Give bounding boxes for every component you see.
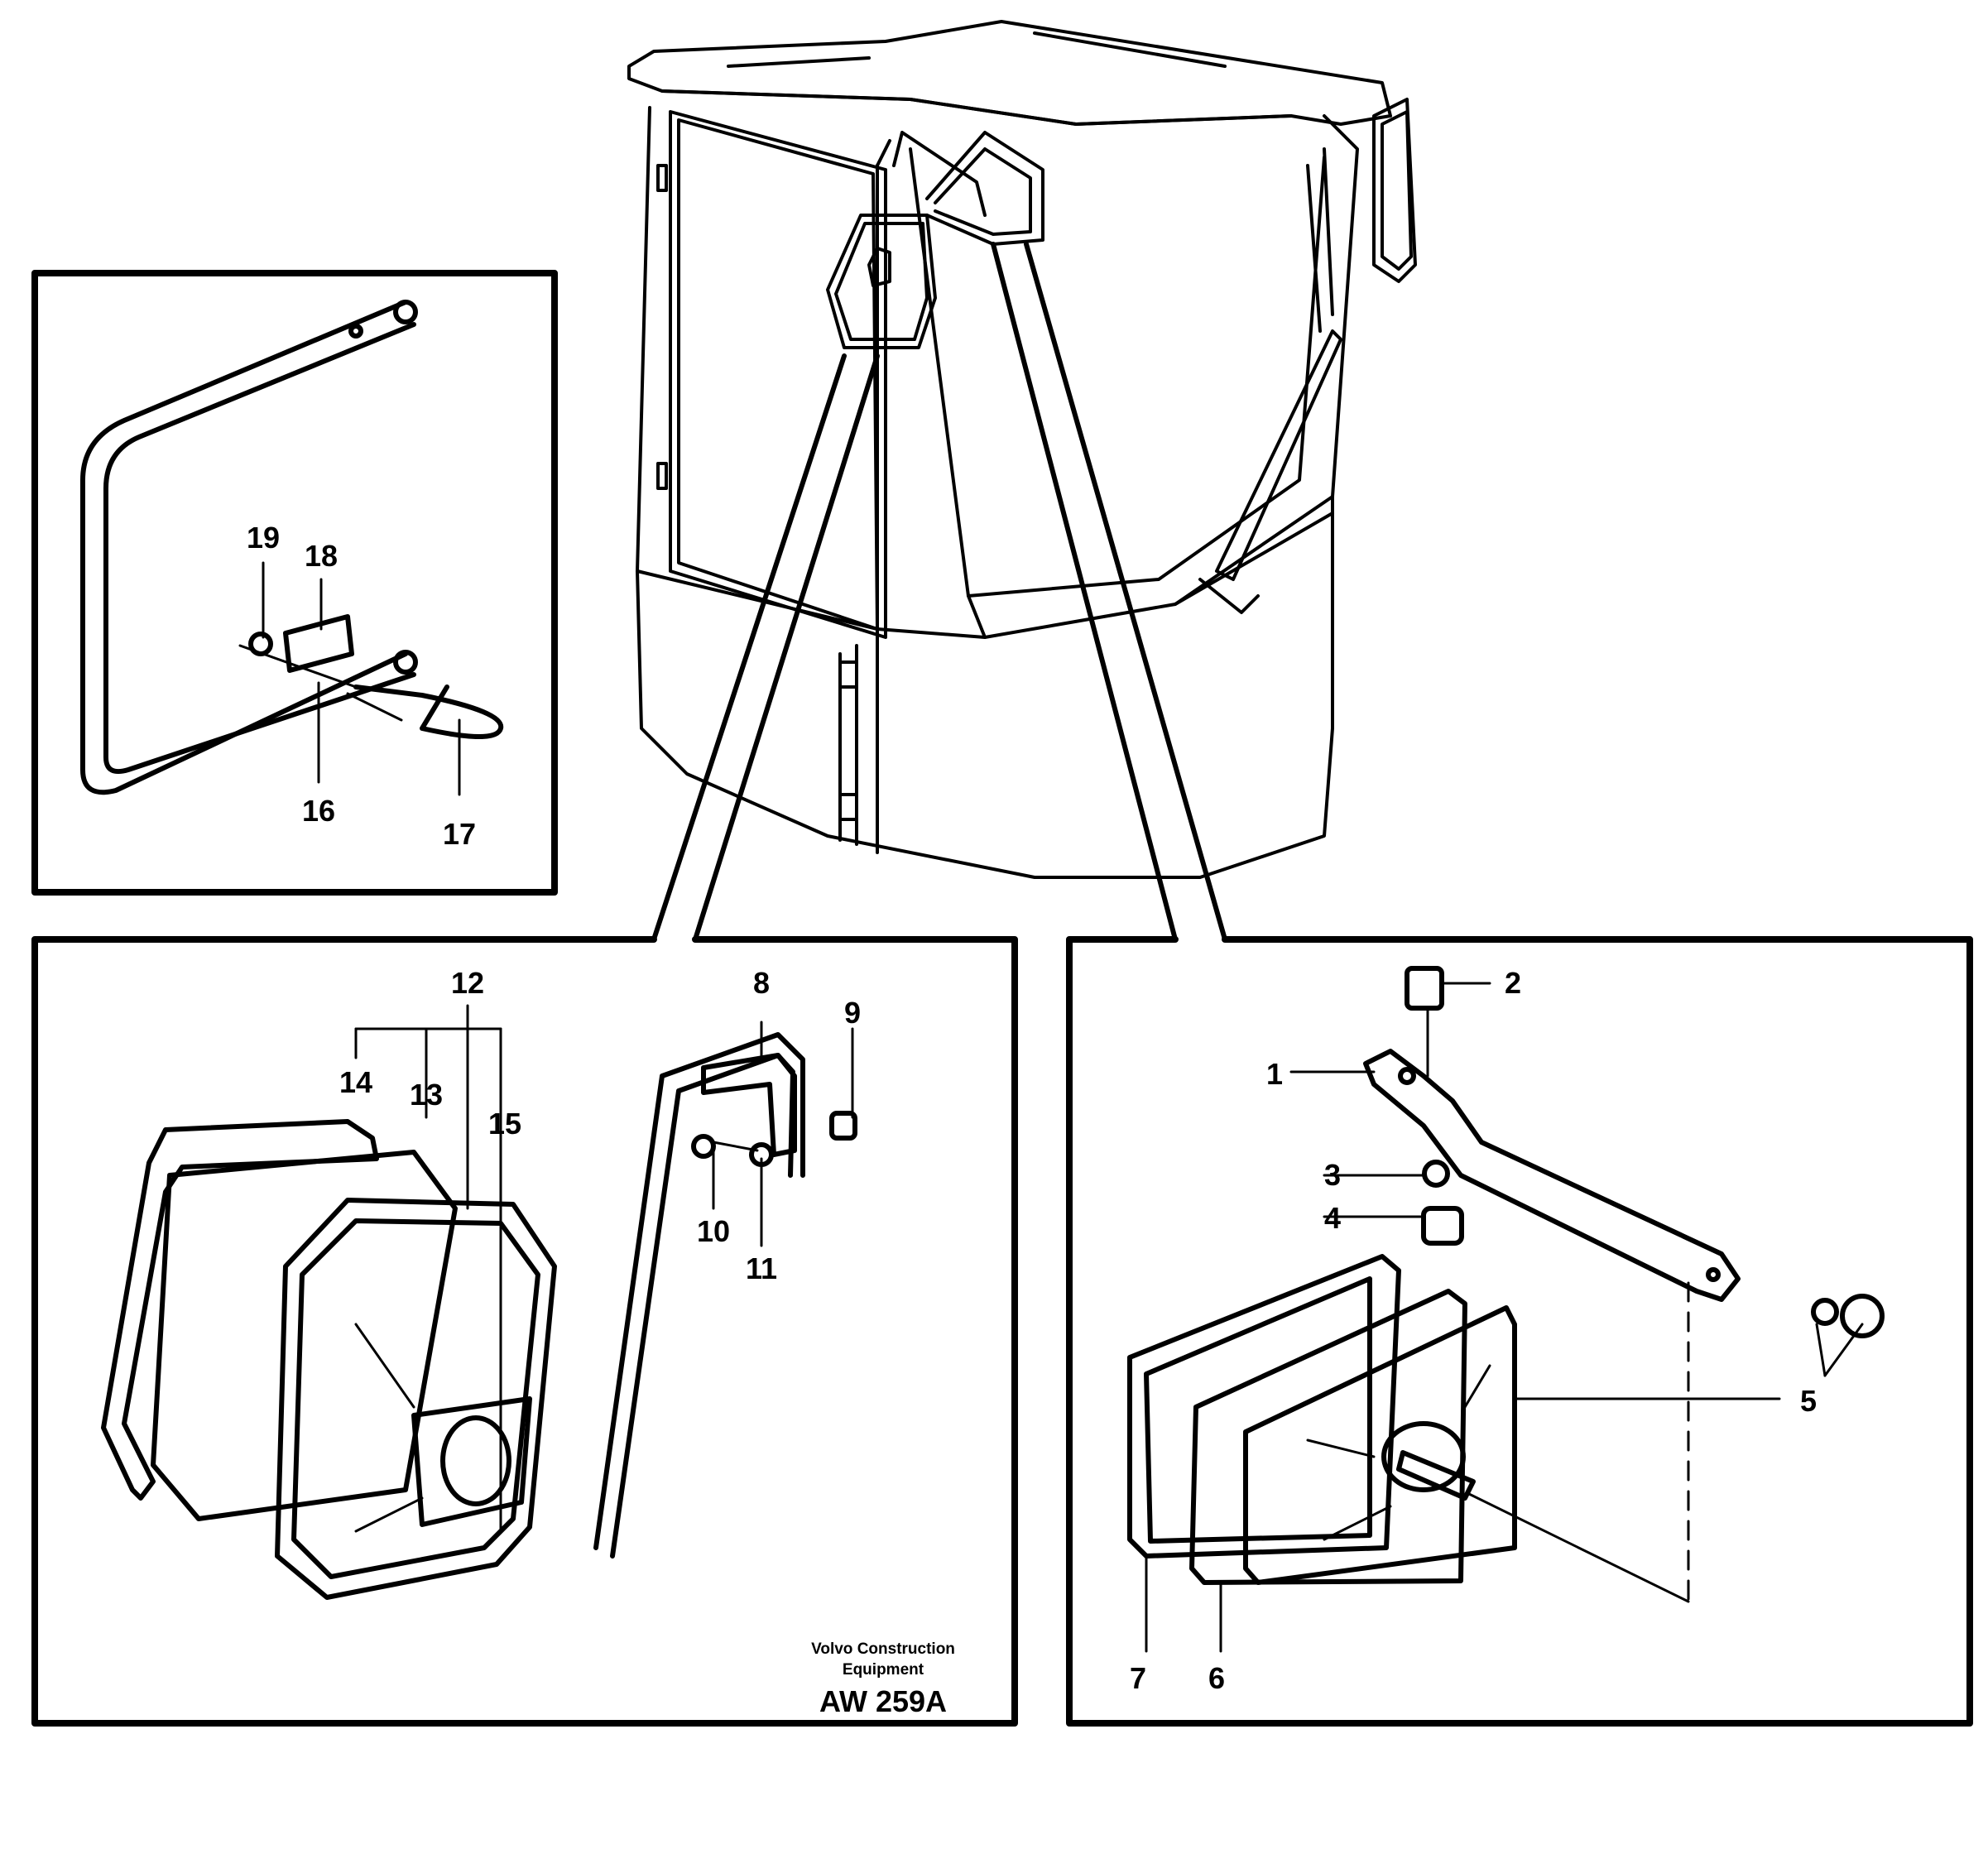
- callout-11: 11: [746, 1251, 777, 1285]
- callout-12: 12: [451, 966, 484, 1000]
- callout-pointer-lines: [651, 242, 1227, 942]
- mirror-right-drawing: [1127, 966, 1885, 1585]
- callout-6: 6: [1208, 1661, 1225, 1695]
- drawing-code: AW 259A: [819, 1684, 947, 1718]
- credit-line-2: Equipment: [843, 1661, 924, 1679]
- callout-18: 18: [305, 539, 338, 573]
- callout-13: 13: [410, 1078, 443, 1112]
- callout-labels: 19 18 16 17 12 14 13 15 8 9 10 11 2 1 3 …: [247, 521, 1817, 1695]
- detail-box-grab-handle: [31, 270, 558, 896]
- callout-14: 14: [339, 1065, 372, 1099]
- callout-3: 3: [1324, 1158, 1341, 1192]
- credit-block: Volvo Construction Equipment AW 259A: [811, 1640, 955, 1718]
- detail-box-mirror-right: [1066, 936, 1973, 1727]
- callout-10: 10: [697, 1214, 730, 1248]
- callout-2: 2: [1505, 966, 1521, 1000]
- callout-17: 17: [443, 817, 476, 851]
- callout-5: 5: [1800, 1384, 1817, 1418]
- callout-4: 4: [1324, 1201, 1341, 1235]
- mirror-left-drawing: [101, 1032, 857, 1600]
- mirror-right-leaders: [1145, 982, 1864, 1653]
- callout-8: 8: [753, 966, 770, 1000]
- callout-9: 9: [844, 996, 861, 1030]
- cab-illustration: [627, 20, 1417, 879]
- grab-handle-drawing: [80, 300, 504, 795]
- callout-1: 1: [1266, 1057, 1283, 1091]
- detail-box-mirror-left: [31, 936, 1018, 1727]
- grab-handle-leaders: [238, 561, 461, 796]
- callout-7: 7: [1130, 1661, 1146, 1695]
- callout-15: 15: [488, 1107, 521, 1141]
- credit-line-1: Volvo Construction: [811, 1640, 955, 1658]
- mirror-left-leaders: [354, 1004, 854, 1533]
- callout-19: 19: [247, 521, 280, 555]
- callout-16: 16: [302, 794, 335, 828]
